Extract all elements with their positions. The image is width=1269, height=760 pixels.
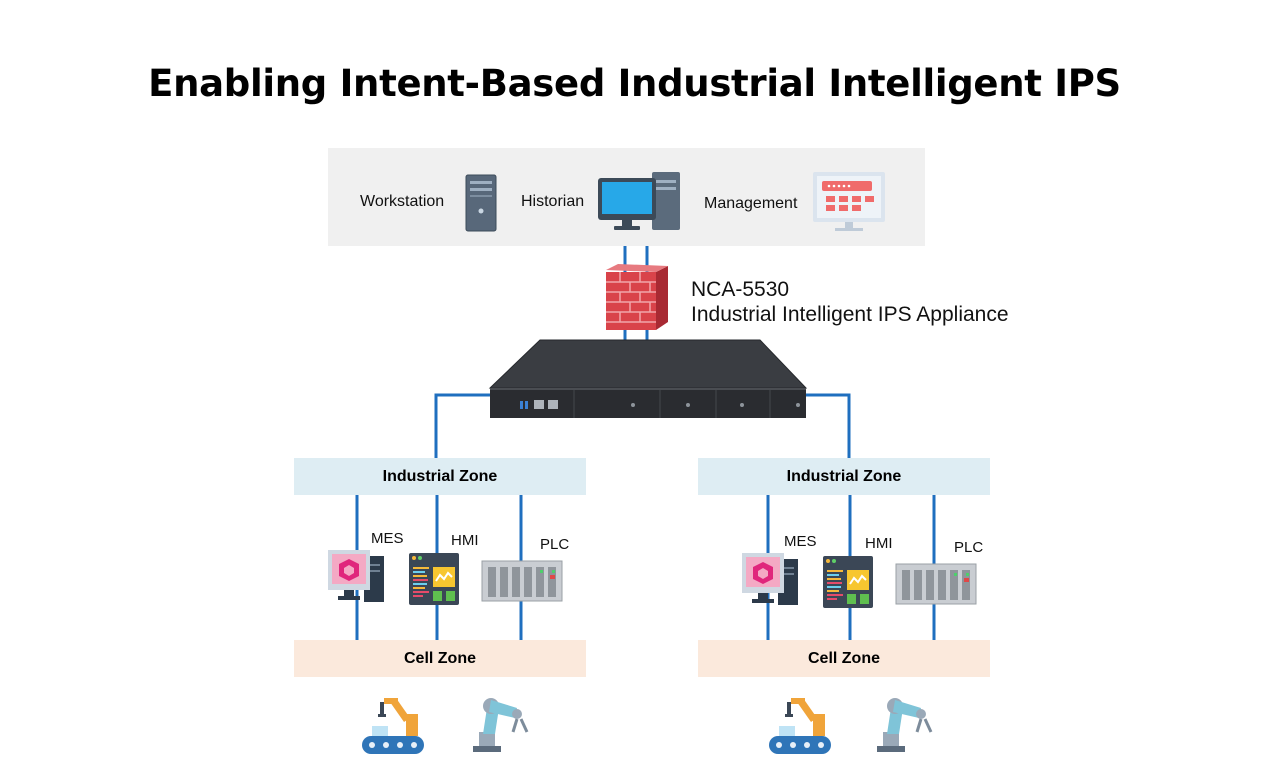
page-title: Enabling Intent-Based Industrial Intelli…: [148, 62, 1121, 105]
robotic-arm-icon-right: [877, 698, 933, 752]
cell-zone-left: Cell Zone: [294, 640, 586, 677]
ips-appliance-icon: [488, 339, 808, 418]
hmi-label-left: HMI: [451, 532, 479, 549]
plc-label-right: PLC: [954, 539, 984, 556]
industrial-zone-left: Industrial Zone: [294, 458, 586, 495]
conveyor-robot-icon-left: [362, 698, 424, 754]
hmi-panel-icon-left: [409, 553, 459, 605]
cell-zone-right: Cell Zone: [698, 640, 990, 677]
mes-label-left: MES: [371, 530, 404, 547]
management-console-icon: [813, 172, 885, 231]
plc-rack-icon-left: [481, 560, 563, 602]
management-label: Management: [704, 195, 798, 212]
historian-computer-icon: [598, 172, 680, 230]
workstation-label: Workstation: [360, 193, 445, 210]
robotic-arm-icon-left: [473, 698, 529, 752]
appliance-model: NCA-5530: [691, 278, 790, 301]
hmi-label-right: HMI: [865, 535, 893, 552]
mes-label-right: MES: [784, 533, 817, 550]
industrial-zone-right: Industrial Zone: [698, 458, 990, 495]
plc-label-left: PLC: [540, 536, 570, 553]
mes-server-icon-right: [742, 553, 798, 605]
left-trunk-line: [434, 393, 492, 458]
appliance-description: Industrial Intelligent IPS Appliance: [691, 303, 1009, 326]
hmi-panel-icon-right: [823, 556, 873, 608]
mes-server-icon-left: [328, 550, 384, 602]
plc-rack-icon-right: [895, 563, 977, 605]
workstation-tower-icon: [465, 174, 497, 232]
right-trunk-line: [804, 393, 851, 458]
historian-label: Historian: [521, 193, 585, 210]
firewall-icon: [606, 264, 668, 330]
conveyor-robot-icon-right: [769, 698, 831, 754]
